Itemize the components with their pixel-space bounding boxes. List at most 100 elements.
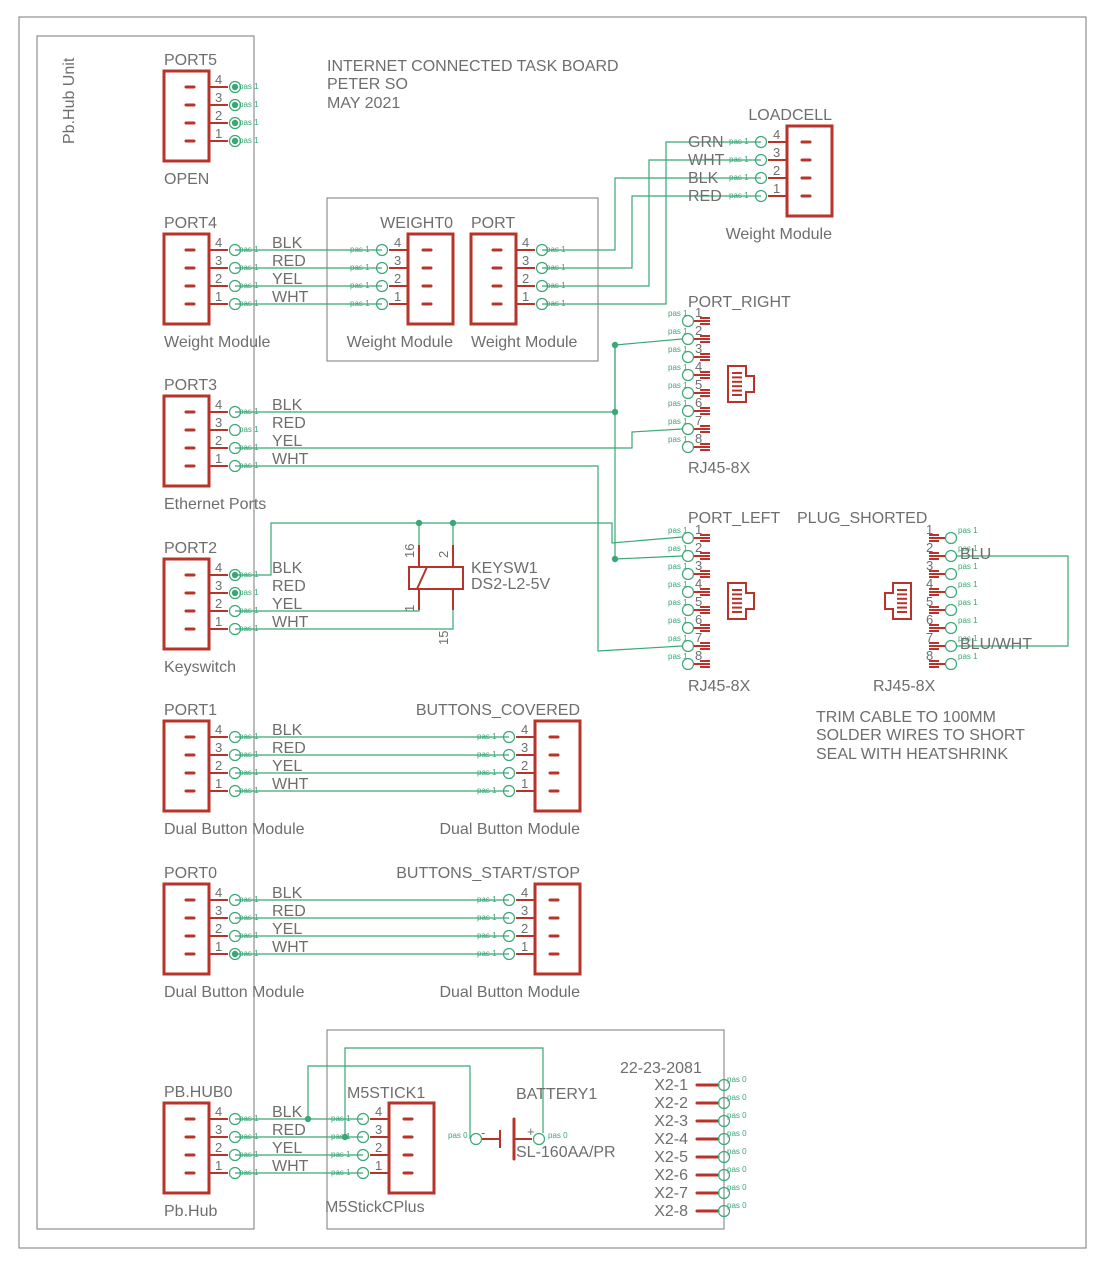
port5-pin-number: 1	[215, 126, 222, 141]
port1-wire-label: WHT	[272, 776, 309, 793]
port1-name: PORT1	[164, 702, 217, 719]
keyswitch-name: KEYSW1	[471, 560, 538, 577]
port-right-pin-number: 2	[695, 323, 702, 338]
buttons-start-stop-pin-number: 1	[521, 939, 528, 954]
header-conn-pin-label: X2-3	[654, 1113, 688, 1130]
pbhub0-pin-4	[228, 1112, 242, 1126]
port4-pin-number: 4	[215, 235, 222, 250]
m5stick-name: M5STICK1	[347, 1085, 425, 1102]
port-right-pin-tag: pas 1	[668, 363, 688, 372]
port-left-pin-number: 6	[695, 612, 702, 627]
port4-pin-3	[228, 261, 242, 275]
port1-pin-tag: pas 1	[239, 786, 259, 795]
port2-pin-tag: pas 1	[239, 588, 259, 597]
buttons-start-stop-pin-tag: pas 1	[477, 895, 497, 904]
port-right-pin-tag: pas 1	[668, 381, 688, 390]
port0-wire-label: BLK	[272, 885, 303, 902]
hub-unit-frame	[36, 35, 255, 1230]
header-conn-name: 22-23-2081	[620, 1060, 702, 1077]
port1-wire-label: BLK	[272, 722, 303, 739]
pbhub0-pin-number: 1	[215, 1158, 222, 1173]
loadcell-name: LOADCELL	[748, 107, 832, 124]
weight0-pin-2	[375, 279, 389, 293]
port-right-pin-4	[681, 368, 695, 382]
loadcell-pin-number: 2	[773, 163, 780, 178]
junction-dot	[449, 519, 457, 527]
port-right-pin-tag: pas 1	[668, 309, 688, 318]
port1-pin-number: 2	[215, 758, 222, 773]
buttons-start-stop-pin-tag: pas 1	[477, 931, 497, 940]
wire-weight-loadcell	[542, 177, 761, 251]
port2-pin-number: 1	[215, 614, 222, 629]
port2-name: PORT2	[164, 540, 217, 557]
port-right-pin-tag: pas 1	[668, 417, 688, 426]
weight0-pin-1	[375, 297, 389, 311]
plug-shorted-name: PLUG_SHORTED	[797, 510, 927, 527]
header-conn-pin-5	[717, 1150, 731, 1164]
junction-dot	[611, 555, 619, 563]
junction-dot	[611, 341, 619, 349]
port3-name: PORT3	[164, 377, 217, 394]
weight0-pin-number: 4	[394, 235, 401, 250]
port-right-pin-number: 5	[695, 377, 702, 392]
pbhub0-pin-tag: pas 1	[239, 1132, 259, 1141]
junction-dot	[341, 1133, 349, 1141]
port-left-pin-number: 4	[695, 576, 702, 591]
plug-shorted-pin-number: 3	[926, 558, 933, 573]
battery-minus-sign: -	[481, 1125, 485, 1140]
port0-pin-1	[228, 947, 242, 961]
header-conn-pin-label: X2-5	[654, 1149, 688, 1166]
weight0-pin-number: 2	[394, 271, 401, 286]
port-left-pin-tag: pas 1	[668, 598, 688, 607]
plug-shorted-pin-tag: pas 1	[958, 634, 978, 643]
battery-pin-plus	[532, 1132, 546, 1146]
port5-value: OPEN	[164, 171, 209, 188]
port-left-pin-6	[681, 621, 695, 635]
weight-port-pin-4	[535, 243, 549, 257]
port0-pin-2	[228, 929, 242, 943]
port0-pin-number: 2	[215, 921, 222, 936]
keyswitch-body	[408, 566, 464, 590]
header-conn-pin-8	[717, 1204, 731, 1218]
plug-shorted-pin-tag: pas 1	[958, 526, 978, 535]
port-right-pin-tag: pas 1	[668, 399, 688, 408]
port-left-pin-8	[681, 657, 695, 671]
port1-pin-number: 4	[215, 722, 222, 737]
weight0-pin-number: 1	[394, 289, 401, 304]
battery-minus-tag: pas 0	[448, 1131, 468, 1140]
header-conn-pin-tag: pas 0	[727, 1201, 747, 1210]
port-left-pin-tag: pas 1	[668, 562, 688, 571]
pbhub0-body	[162, 1101, 211, 1195]
port4-pin-tag: pas 1	[239, 263, 259, 272]
loadcell-pin-tag: pas 1	[729, 173, 749, 182]
port3-pin-tag: pas 1	[239, 425, 259, 434]
buttons-start-stop-body	[533, 882, 582, 976]
port-left-pin-tag: pas 1	[668, 634, 688, 643]
port4-pin-tag: pas 1	[239, 281, 259, 290]
keyswitch: 16 2 1 15 KEYSW1 DS2-L2-5V	[402, 544, 550, 645]
loadcell-wire-label: BLK	[688, 170, 719, 187]
weight0-pin-number: 3	[394, 253, 401, 268]
port1-pin-1	[228, 784, 242, 798]
buttons-covered-pin-tag: pas 1	[477, 786, 497, 795]
port3-wire-label: BLK	[272, 397, 303, 414]
port2-pin-tag: pas 1	[239, 624, 259, 633]
weight0-pin-4	[375, 243, 389, 257]
buttons-covered-pin-3	[502, 748, 516, 762]
port1-pin-tag: pas 1	[239, 750, 259, 759]
weight-port-value: Weight Module	[471, 334, 578, 351]
port-left-pin-3	[681, 567, 695, 581]
port2-pin-number: 3	[215, 578, 222, 593]
header-conn-pin-tag: pas 0	[727, 1165, 747, 1174]
header-conn-pin-label: X2-2	[654, 1095, 688, 1112]
port-left-pin-tag: pas 1	[668, 544, 688, 553]
port1-pin-tag: pas 1	[239, 768, 259, 777]
battery: pas 0 pas 0 - + BATTERY1 SL-160AA/PR	[448, 1086, 616, 1161]
header-conn-pin-tag: pas 0	[727, 1075, 747, 1084]
port0-pin-4	[228, 893, 242, 907]
header-conn-pin-tag: pas 0	[727, 1183, 747, 1192]
port5-pin-2	[228, 116, 242, 130]
port-left-pin-4	[681, 585, 695, 599]
port2-pin-number: 4	[215, 560, 222, 575]
